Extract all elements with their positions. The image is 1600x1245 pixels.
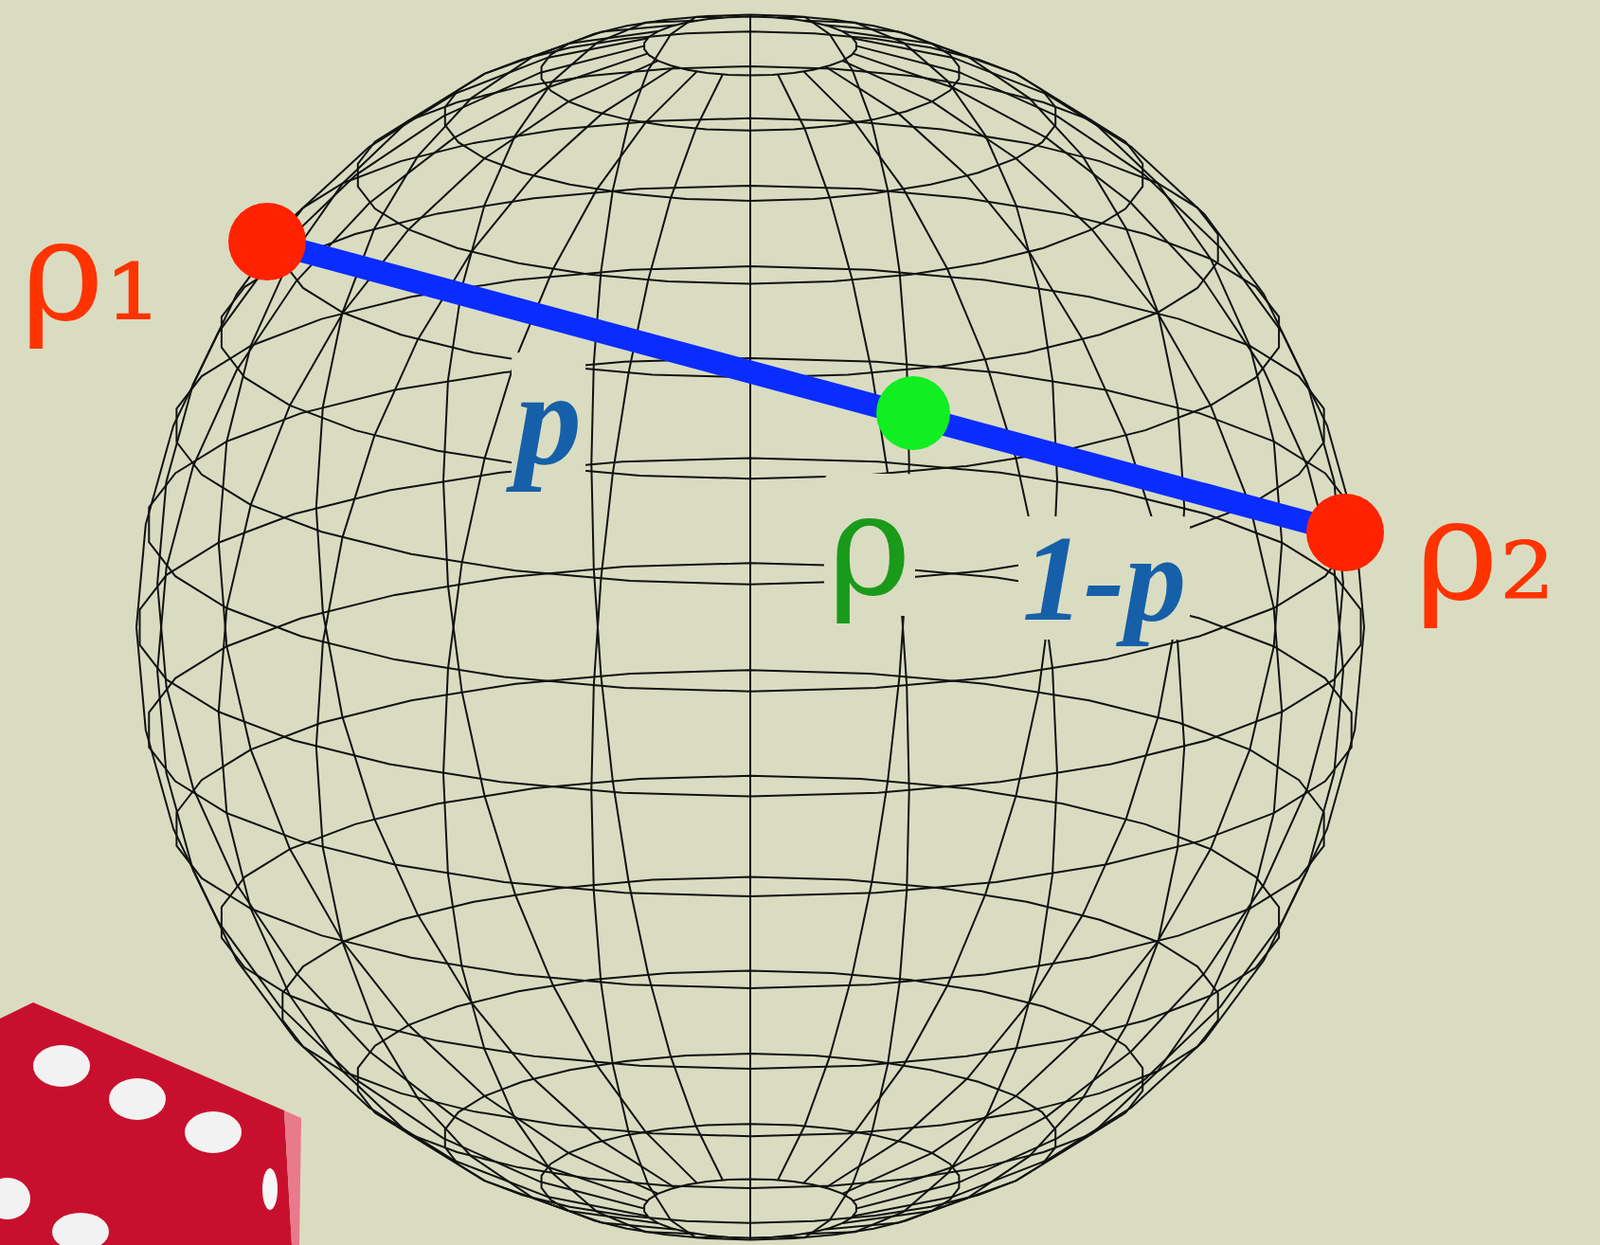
mixing-line bbox=[267, 241, 1346, 533]
wire-line bbox=[853, 38, 1344, 1202]
die-pip bbox=[184, 1111, 242, 1153]
wire-line bbox=[157, 53, 648, 1217]
die-side bbox=[284, 1110, 302, 1245]
state-label: ρ₁ bbox=[17, 198, 165, 342]
die-face bbox=[0, 1002, 292, 1245]
wire-line bbox=[853, 53, 1344, 1217]
die bbox=[0, 1002, 302, 1245]
weight-label: p bbox=[511, 352, 586, 486]
wire-line bbox=[218, 60, 659, 1223]
wire-line bbox=[443, 20, 698, 1184]
weight-label: 1-p bbox=[1018, 516, 1190, 640]
state-label: ρ₂ bbox=[1411, 478, 1560, 621]
wire-line bbox=[857, 46, 1366, 1209]
wire-line bbox=[777, 74, 910, 1239]
wire-line bbox=[749, 15, 752, 1180]
state-dot bbox=[1306, 493, 1385, 572]
state-dot bbox=[228, 202, 306, 281]
sphere-wireframe bbox=[136, 15, 1365, 1241]
wire-line bbox=[803, 71, 1058, 1234]
die-pip bbox=[108, 1078, 166, 1120]
state-label: ρ bbox=[824, 473, 916, 616]
die-pip bbox=[33, 1044, 90, 1087]
wire-line bbox=[591, 74, 723, 1239]
die-pip bbox=[52, 1212, 109, 1245]
wire-line bbox=[316, 67, 676, 1230]
wire-line bbox=[591, 17, 723, 1181]
die-pip bbox=[262, 1168, 278, 1210]
die-pip bbox=[0, 1177, 31, 1220]
mixed-state-dot bbox=[876, 376, 951, 450]
wire-line bbox=[157, 38, 648, 1202]
wire-line bbox=[842, 60, 1282, 1223]
wire-line bbox=[218, 31, 659, 1194]
wire-line bbox=[136, 46, 645, 1209]
wire-line bbox=[443, 71, 698, 1234]
